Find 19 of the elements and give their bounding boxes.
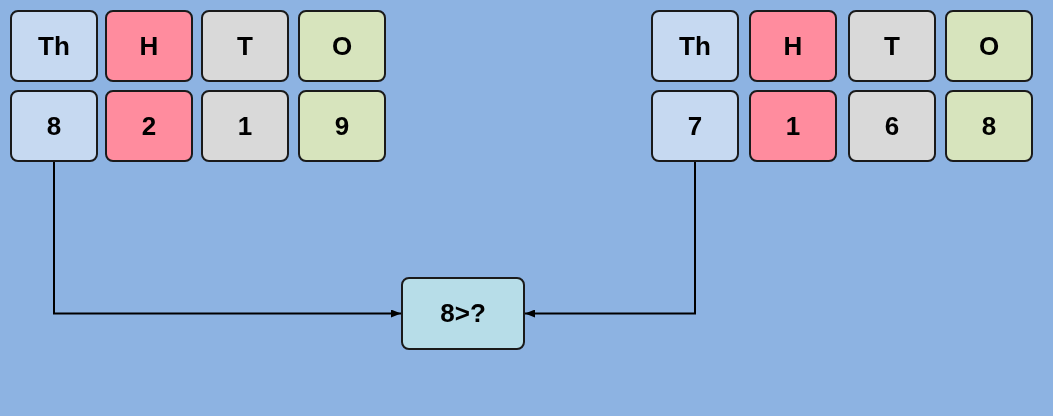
digit-box: O (945, 10, 1033, 82)
arrow (524, 161, 696, 318)
digit-box: H (105, 10, 193, 82)
digit-box: 8 (10, 90, 98, 162)
digit-box: 1 (749, 90, 837, 162)
digit-box: 9 (298, 90, 386, 162)
digit-box: Th (10, 10, 98, 82)
digit-box: 7 (651, 90, 739, 162)
comparison-box: 8>? (401, 277, 525, 350)
digit-box: 1 (201, 90, 289, 162)
arrow (53, 161, 402, 318)
digit-box: O (298, 10, 386, 82)
digit-box: Th (651, 10, 739, 82)
digit-box: T (201, 10, 289, 82)
digit-box: T (848, 10, 936, 82)
digit-box: 6 (848, 90, 936, 162)
digit-box: 2 (105, 90, 193, 162)
digit-box: H (749, 10, 837, 82)
digit-box: 8 (945, 90, 1033, 162)
